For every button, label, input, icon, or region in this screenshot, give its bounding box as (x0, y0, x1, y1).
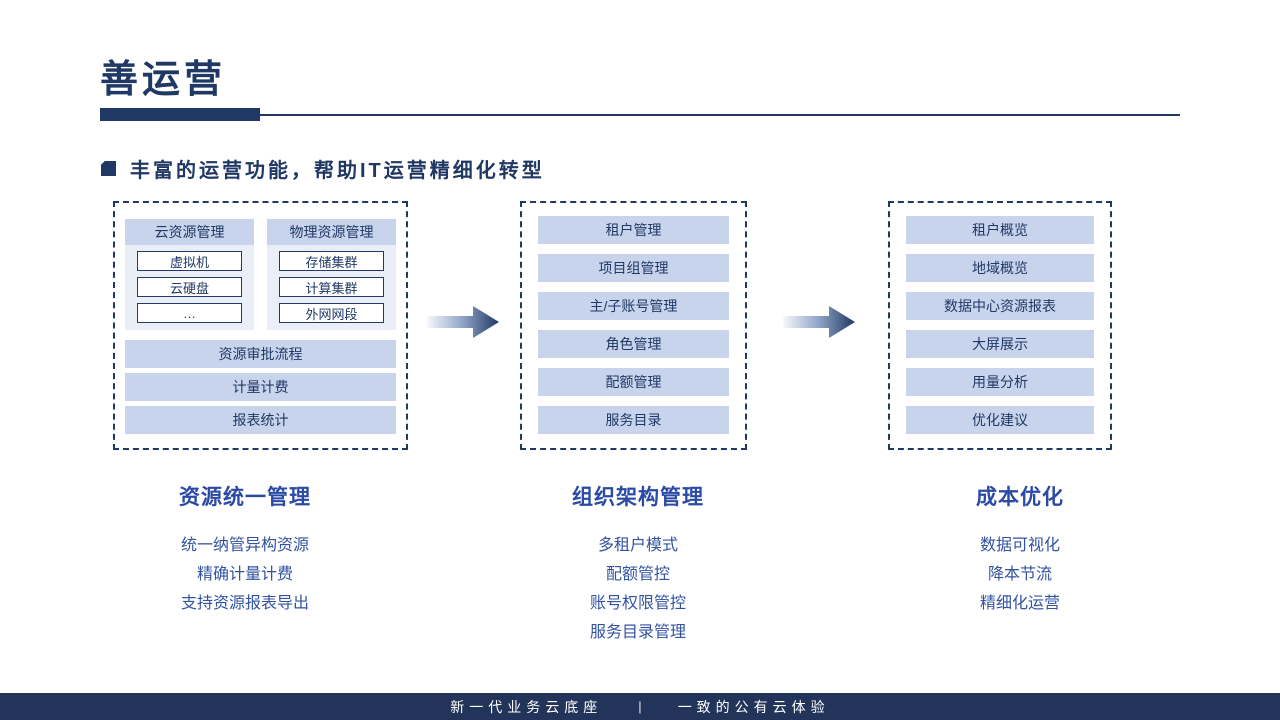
section-item: 账号权限管控 (589, 595, 686, 612)
feature-bar: 租户管理 (538, 216, 729, 244)
flow-arrow-icon (783, 306, 855, 338)
resource-chip: 存储集群 (279, 251, 384, 271)
feature-bar: 服务目录 (538, 406, 729, 434)
feature-bar: 配额管理 (538, 368, 729, 396)
section-heading: 组织架构管理 (572, 486, 704, 509)
section-heading: 成本优化 (976, 486, 1064, 509)
page-title: 善运营 (100, 59, 227, 101)
resource-chip: 计算集群 (279, 277, 384, 297)
title-rule-accent (100, 108, 260, 121)
resource-chip: 虚拟机 (137, 251, 242, 271)
section-resource-management: 资源统一管理 统一纳管异构资源 精确计量计费 支持资源报表导出 (105, 481, 385, 618)
title-rule-line (100, 114, 1180, 116)
feature-bar: 地域概览 (906, 254, 1094, 282)
panel-cost-optimization: 租户概览 地域概览 数据中心资源报表 大屏展示 用量分析 优化建议 (888, 201, 1112, 450)
subtitle-text: 丰富的运营功能，帮助IT运营精细化转型 (130, 160, 545, 182)
section-item: 多租户模式 (597, 537, 678, 554)
resource-chip: … (137, 303, 242, 323)
section-heading: 资源统一管理 (179, 486, 311, 509)
feature-bar: 资源审批流程 (125, 340, 396, 368)
feature-bar: 项目组管理 (538, 254, 729, 282)
section-cost-optimization: 成本优化 数据可视化 降本节流 精细化运营 (880, 481, 1160, 618)
panel-resource-management: 云资源管理 虚拟机 云硬盘 … 物理资源管理 存储集群 计算集群 外网网段 资源… (113, 201, 408, 450)
feature-bar: 主/子账号管理 (538, 292, 729, 320)
resource-chip: 云硬盘 (137, 277, 242, 297)
feature-bar: 租户概览 (906, 216, 1094, 244)
section-item: 精细化运营 (979, 595, 1060, 612)
section-item: 配额管控 (605, 566, 670, 583)
footer-slogan-left: 新一代业务云底座 (450, 698, 603, 715)
footer-slogan-right: 一致的公有云体验 (677, 698, 830, 715)
section-item: 支持资源报表导出 (180, 595, 309, 612)
section-item: 服务目录管理 (589, 624, 686, 641)
bullet-square-icon (101, 161, 116, 176)
feature-bar: 用量分析 (906, 368, 1094, 396)
feature-bar: 大屏展示 (906, 330, 1094, 358)
physical-resource-group: 物理资源管理 存储集群 计算集群 外网网段 (267, 219, 396, 330)
cloud-resource-group: 云资源管理 虚拟机 云硬盘 … (125, 219, 254, 330)
section-items: 数据可视化 降本节流 精细化运营 (880, 531, 1160, 618)
feature-bar: 数据中心资源报表 (906, 292, 1094, 320)
section-item: 统一纳管异构资源 (180, 537, 309, 554)
footer-separator: | (638, 699, 642, 714)
feature-bar: 报表统计 (125, 406, 396, 434)
feature-bar: 优化建议 (906, 406, 1094, 434)
resource-chip: 外网网段 (279, 303, 384, 323)
group-header: 物理资源管理 (267, 219, 396, 245)
panel-organization-management: 租户管理 项目组管理 主/子账号管理 角色管理 配额管理 服务目录 (520, 201, 747, 450)
subtitle-row: 丰富的运营功能，帮助IT运营精细化转型 (101, 154, 545, 183)
feature-bar: 角色管理 (538, 330, 729, 358)
section-item: 精确计量计费 (196, 566, 293, 583)
section-organization-management: 组织架构管理 多租户模式 配额管控 账号权限管控 服务目录管理 (498, 481, 778, 647)
section-item: 数据可视化 (979, 537, 1060, 554)
section-items: 统一纳管异构资源 精确计量计费 支持资源报表导出 (105, 531, 385, 618)
flow-arrow-icon (427, 306, 499, 338)
section-item: 降本节流 (987, 566, 1052, 583)
resource-columns: 云资源管理 虚拟机 云硬盘 … 物理资源管理 存储集群 计算集群 外网网段 (125, 219, 396, 330)
group-header: 云资源管理 (125, 219, 254, 245)
footer-bar: 新一代业务云底座 | 一致的公有云体验 (0, 693, 1280, 720)
feature-bar: 计量计费 (125, 373, 396, 401)
section-items: 多租户模式 配额管控 账号权限管控 服务目录管理 (498, 531, 778, 647)
